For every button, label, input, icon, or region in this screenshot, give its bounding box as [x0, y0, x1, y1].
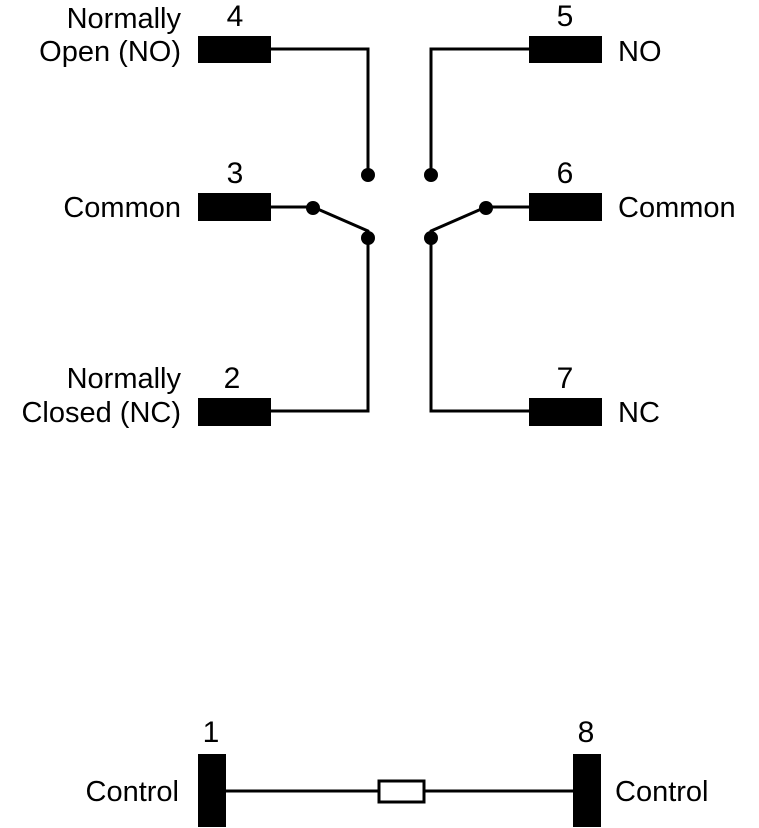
- contact-dot-right-nc: [424, 231, 438, 245]
- pin-2-terminal: [198, 398, 271, 426]
- pin-8-number: 8: [578, 716, 595, 749]
- pin-1-terminal: [198, 754, 226, 827]
- switch-arm-right: [429, 205, 488, 233]
- contact-dot-right-no: [424, 168, 438, 182]
- contact-dot-left-pivot: [306, 201, 320, 215]
- pin-6-number: 6: [557, 157, 574, 190]
- switch-arm-left: [311, 205, 370, 233]
- pin-6-terminal: [529, 193, 602, 221]
- pin-6-label: Common: [618, 192, 736, 224]
- pin-3-terminal: [198, 193, 271, 221]
- pin-4-terminal: [198, 36, 271, 63]
- pin-2-label-line2: Closed (NC): [21, 397, 181, 429]
- pin-5-label: NO: [618, 36, 662, 68]
- pin-2-number: 2: [224, 362, 241, 395]
- pin-4-label-line2: Open (NO): [39, 36, 181, 68]
- pin-8-label: Control: [615, 776, 709, 808]
- pin-5-number: 5: [557, 0, 574, 33]
- pin-5-terminal: [529, 36, 602, 63]
- contact-dot-right-pivot: [479, 201, 493, 215]
- wire-pin7-nc-contact: [429, 236, 531, 413]
- pin-7-label: NC: [618, 397, 660, 429]
- wire-pin4-no-contact: [269, 47, 370, 176]
- contact-dot-left-nc: [361, 231, 375, 245]
- coil-symbol: [377, 779, 426, 804]
- pin-7-terminal: [529, 398, 602, 426]
- pin-3-number: 3: [227, 157, 244, 190]
- pin-8-terminal: [573, 754, 601, 827]
- contact-dot-left-no: [361, 168, 375, 182]
- pin-3-label: Common: [63, 192, 181, 224]
- pin-7-number: 7: [557, 362, 574, 395]
- wire-pin2-nc-contact: [269, 236, 370, 413]
- pin-1-number: 1: [203, 716, 220, 749]
- wire-pin5-no-contact: [429, 47, 531, 176]
- pin-4-number: 4: [227, 0, 244, 33]
- pin-1-label: Control: [86, 776, 180, 808]
- pin-2-label-line1: Normally: [67, 363, 182, 395]
- pin-4-label-line1: Normally: [67, 3, 182, 35]
